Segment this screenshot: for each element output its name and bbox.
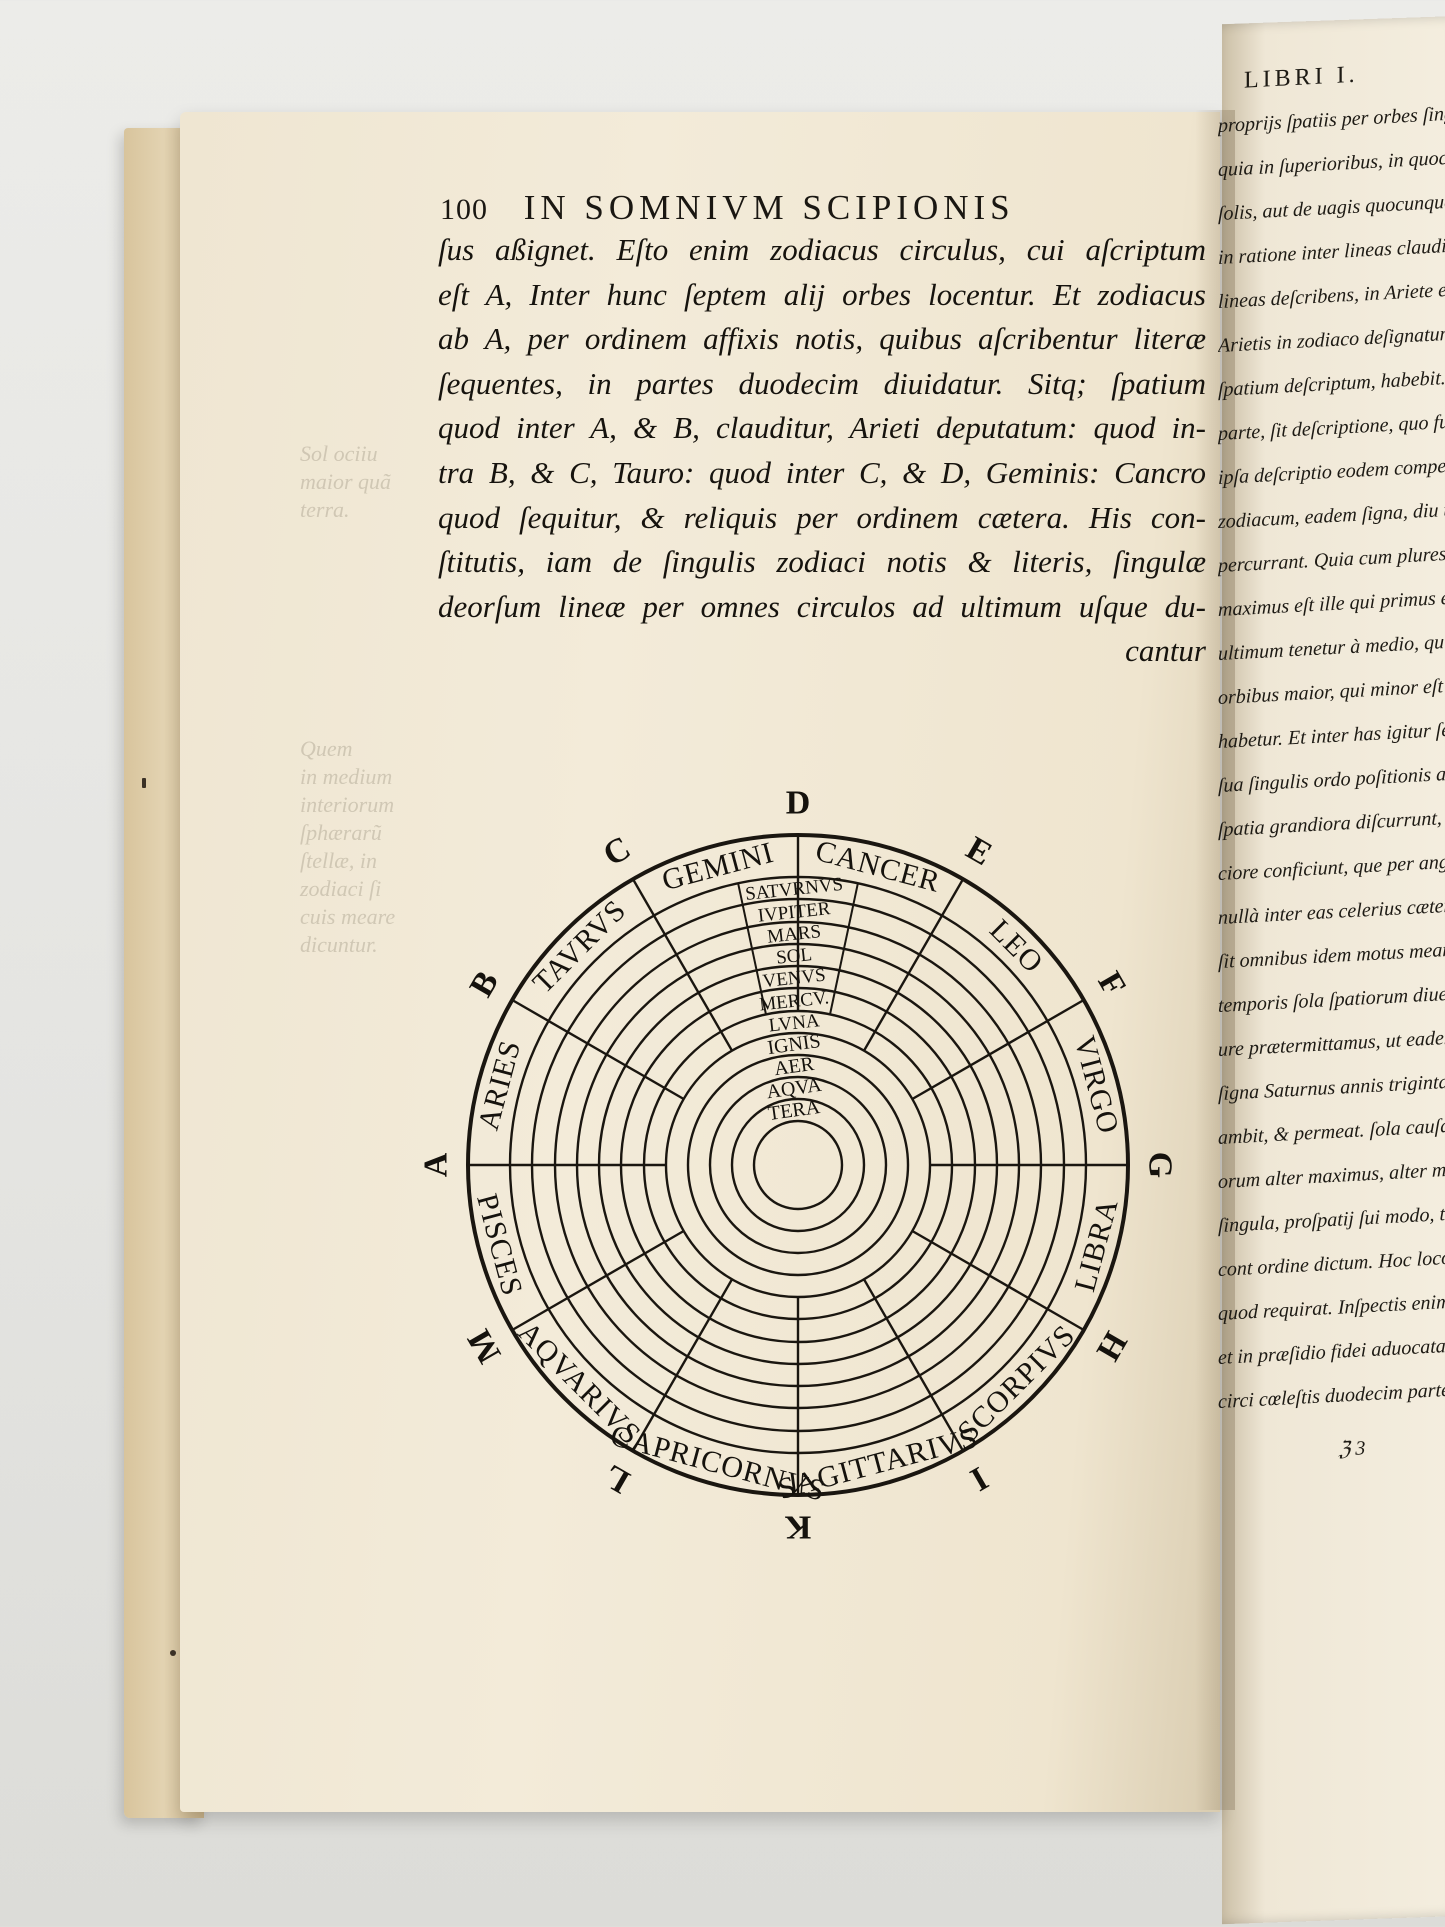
outer-letter-label: B [463, 965, 506, 1003]
ghost-line: zodiaci ſi [300, 876, 382, 901]
text-line: deorſum lineæ per omnes circulos ad ulti… [438, 588, 1206, 624]
zodiac-sign-label: ARIES [472, 1036, 528, 1133]
text-line: cantur [1125, 633, 1206, 669]
outer-letter-label: K [784, 1509, 811, 1546]
left-page [180, 112, 1220, 1812]
ghost-line: cuis meare [300, 904, 396, 929]
ghost-line: interiorum [300, 792, 395, 817]
sector-line [737, 883, 767, 1015]
ghost-line: Quem [300, 736, 353, 761]
margin-ghost-1: Sol ociiu maior quã terra. [300, 440, 391, 524]
ring-circle [730, 1097, 866, 1233]
text-line: quod ſequitur, & reliquis per ordinem cæ… [438, 499, 1206, 535]
ghost-line: maior quã [300, 469, 392, 494]
zodiac-sign-label: TAVRVS [526, 893, 632, 999]
header-title: IN SOMNIVM SCIPIONIS [523, 188, 1015, 227]
sector-line [862, 1278, 965, 1452]
text-line: ſequentes, in partes duodecim diuidatur.… [438, 365, 1206, 401]
running-header: 100 IN SOMNIVM SCIPIONIS [440, 188, 1140, 228]
text-line: ſus aßignet. Eſto enim zodiacus circulus… [438, 232, 1206, 267]
text-line: ſtitutis, iam de ſingulis zodiaci notis … [438, 544, 1206, 580]
text-line: ab A, per ordinem affixis notis, quibus … [438, 321, 1206, 357]
outer-letter-label: E [960, 830, 998, 873]
ghost-line: dicuntur. [300, 932, 378, 957]
ring-circle [708, 1075, 888, 1255]
planet-label: SOL [775, 944, 813, 969]
zodiac-sign-label: LEO [983, 913, 1050, 980]
ghost-line: ſtellæ, in [300, 848, 377, 873]
page-dot [142, 778, 146, 788]
sector-line [511, 998, 685, 1101]
zodiac-sign-label: AQVARIVS [512, 1316, 648, 1452]
text-line: quod inter A, & B, clauditur, Arieti dep… [438, 410, 1206, 446]
sector-line [631, 878, 734, 1052]
ghost-line: terra. [300, 497, 350, 522]
outer-letter-label: H [1089, 1325, 1134, 1366]
outer-letter-label: L [598, 1457, 636, 1500]
ring-circle [752, 1119, 844, 1211]
sector-line [631, 1278, 734, 1452]
sector-line [829, 883, 859, 1015]
outer-letter-label: F [1090, 966, 1132, 1002]
outer-letter-label: G [1142, 1152, 1179, 1178]
outer-letter-label: M [460, 1323, 508, 1369]
ring-circle [686, 1053, 910, 1277]
ghost-line: ſphærarũ [300, 820, 382, 845]
text-line: tra B, & C, Tauro: quod inter C, & D, Ge… [438, 454, 1206, 490]
ghost-line: in medium [300, 764, 393, 789]
margin-ghost-2: Quem in medium interiorum ſphærarũ ſtell… [300, 735, 395, 959]
page-number: 100 [440, 193, 488, 226]
sector-line [511, 1229, 685, 1332]
diagram-spokes [468, 835, 1128, 1495]
gutter-shadow [1195, 110, 1235, 1810]
page-dot [170, 1650, 176, 1656]
ghost-line: Sol ociiu [300, 441, 378, 466]
body-text: ſus aßignet. Eſto enim zodiacus circulus… [438, 228, 1206, 674]
sector-line [862, 878, 965, 1052]
sector-line [911, 1229, 1085, 1332]
sector-line [911, 998, 1085, 1101]
outer-letter-label: A [418, 1152, 455, 1177]
outer-letter-label: D [786, 785, 811, 822]
text-line: eſt A, Inter hunc ſeptem alij orbes loce… [438, 276, 1206, 312]
outer-letter-label: I [964, 1459, 994, 1498]
outer-letter-label: C [597, 829, 637, 873]
